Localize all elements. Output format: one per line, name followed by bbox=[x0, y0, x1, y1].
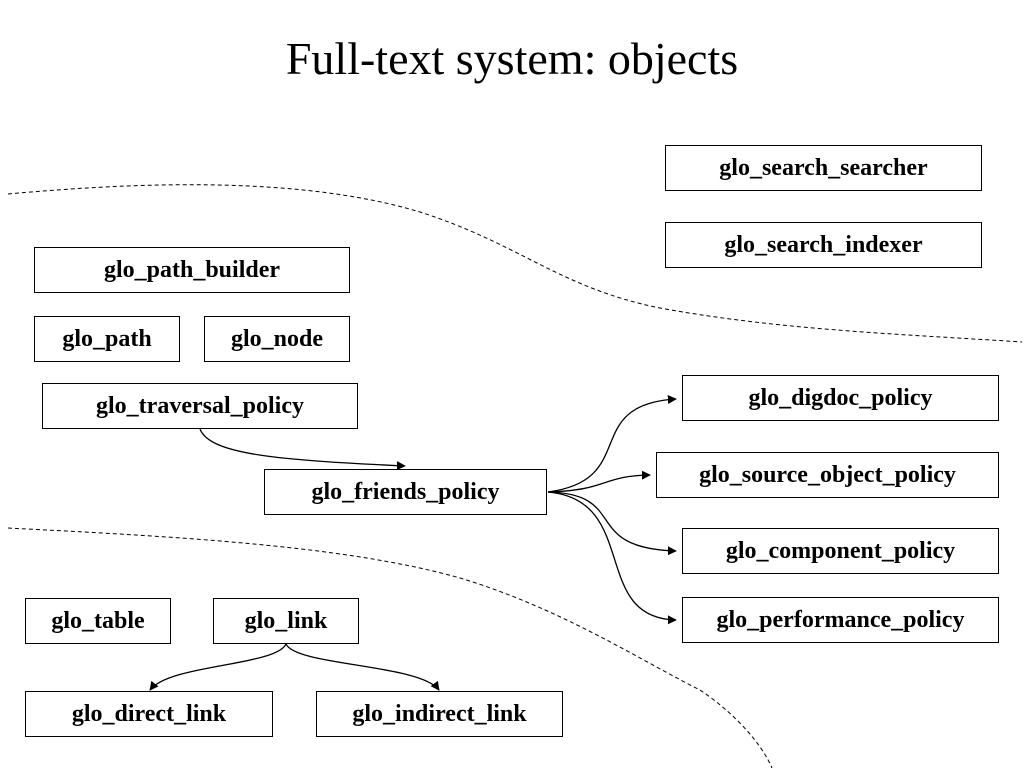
arrow-link-to-indirect-link bbox=[285, 643, 440, 691]
glo-path-label: glo_path bbox=[62, 325, 152, 352]
glo-node-label: glo_node bbox=[230, 325, 323, 352]
glo-performance-policy-box[interactable]: glo_performance_policy bbox=[682, 597, 999, 643]
glo-source-object-policy-label: glo_source_object_policy bbox=[699, 461, 956, 488]
arrow-friends-to-source-object bbox=[547, 470, 651, 493]
glo-link-box[interactable]: glo_link bbox=[213, 598, 359, 644]
glo-path-box[interactable]: glo_path bbox=[34, 316, 180, 362]
arrow-link-to-direct-link bbox=[149, 643, 287, 691]
glo-link-label: glo_link bbox=[244, 607, 328, 634]
glo-indirect-link-label: glo_indirect_link bbox=[352, 700, 527, 727]
glo-source-object-policy-box[interactable]: glo_source_object_policy bbox=[656, 452, 999, 498]
upper-dashed-separator bbox=[7, 184, 1023, 343]
glo-direct-link-label: glo_direct_link bbox=[71, 700, 227, 727]
glo-traversal-policy-box[interactable]: glo_traversal_policy bbox=[42, 383, 358, 429]
arrow-friends-to-component bbox=[547, 491, 677, 556]
slide-title: Full-text system: objects bbox=[285, 33, 739, 84]
glo-digdoc-policy-box[interactable]: glo_digdoc_policy bbox=[682, 375, 999, 421]
glo-direct-link-box[interactable]: glo_direct_link bbox=[25, 691, 273, 737]
glo-component-policy-label: glo_component_policy bbox=[725, 537, 956, 564]
arrow-traversal-to-friends bbox=[199, 428, 406, 471]
glo-friends-policy-label: glo_friends_policy bbox=[311, 478, 500, 505]
arrow-friends-to-digdoc bbox=[547, 395, 677, 493]
glo-path-builder-box[interactable]: glo_path_builder bbox=[34, 247, 350, 293]
glo-component-policy-box[interactable]: glo_component_policy bbox=[682, 528, 999, 574]
glo-search-searcher-box[interactable]: glo_search_searcher bbox=[665, 145, 982, 191]
glo-friends-policy-box[interactable]: glo_friends_policy bbox=[264, 469, 547, 515]
glo-search-indexer-label: glo_search_indexer bbox=[724, 231, 923, 258]
glo-node-box[interactable]: glo_node bbox=[204, 316, 350, 362]
glo-traversal-policy-label: glo_traversal_policy bbox=[96, 392, 304, 419]
arrow-friends-to-performance bbox=[547, 491, 677, 625]
glo-performance-policy-label: glo_performance_policy bbox=[716, 606, 965, 633]
glo-indirect-link-box[interactable]: glo_indirect_link bbox=[316, 691, 563, 737]
glo-table-label: glo_table bbox=[51, 607, 145, 634]
glo-digdoc-policy-label: glo_digdoc_policy bbox=[748, 384, 933, 411]
glo-path-builder-label: glo_path_builder bbox=[103, 256, 281, 283]
glo-search-indexer-box[interactable]: glo_search_indexer bbox=[665, 222, 982, 268]
glo-table-box[interactable]: glo_table bbox=[25, 598, 171, 644]
glo-search-searcher-label: glo_search_searcher bbox=[719, 154, 928, 181]
